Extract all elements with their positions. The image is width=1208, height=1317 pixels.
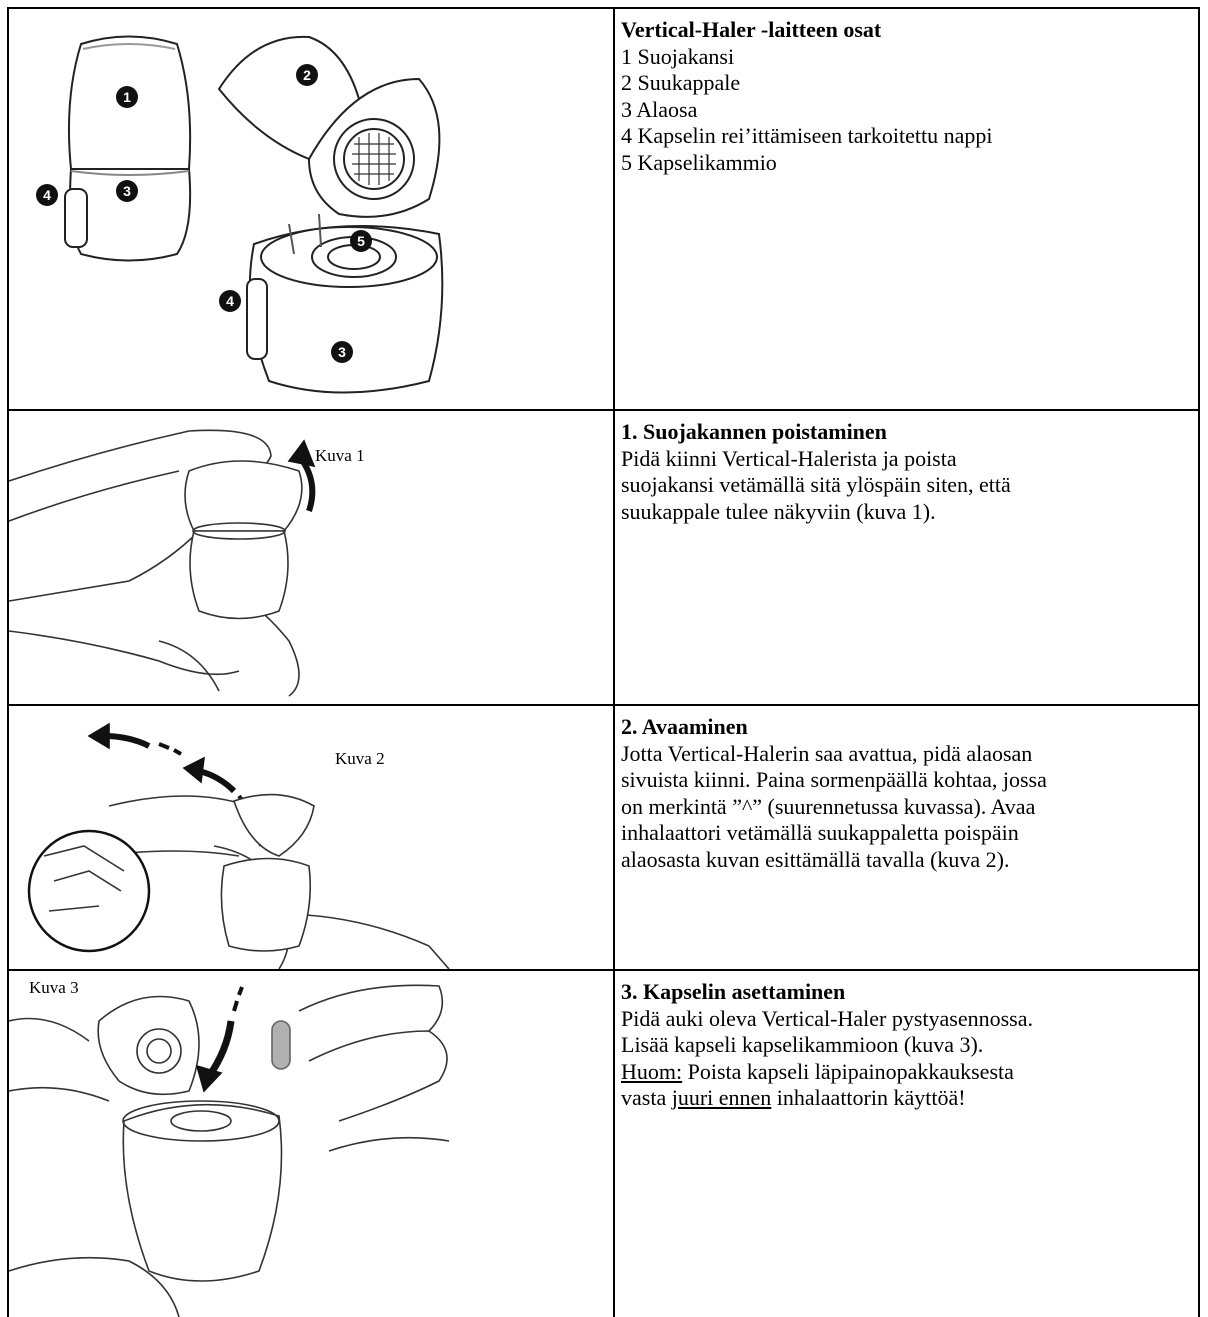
svg-text:4: 4 bbox=[226, 293, 234, 309]
step3-line: Pidä auki oleva Vertical-Haler pystyasen… bbox=[621, 1006, 1197, 1033]
arrow-left-icon bbox=[89, 724, 181, 754]
magnified-detail-drawing bbox=[29, 831, 149, 951]
last-underlined: juuri ennen bbox=[672, 1085, 772, 1110]
last-suffix: inhalaattorin käyttöä! bbox=[771, 1085, 965, 1110]
step3-line: Lisää kapseli kapselikammioon (kuva 3). bbox=[621, 1032, 1197, 1059]
svg-text:4: 4 bbox=[43, 187, 51, 203]
figure-label: Kuva 2 bbox=[335, 749, 385, 768]
svg-text:5: 5 bbox=[357, 233, 365, 249]
inhaler-drawing bbox=[98, 997, 281, 1282]
step2-illustration: Kuva 2 bbox=[9, 706, 613, 969]
parts-line: 5 Kapselikammio bbox=[621, 150, 1191, 177]
step2-line: on merkintä ”^” (suurennetussa kuvassa).… bbox=[621, 794, 1197, 821]
step2-line: alaosasta kuvan esittämällä tavalla (kuv… bbox=[621, 847, 1197, 874]
step2-text-cell: 2. Avaaminen Jotta Vertical-Halerin saa … bbox=[621, 714, 1197, 873]
step3-heading: 3. Kapselin asettaminen bbox=[621, 979, 1197, 1006]
figure-label: Kuva 1 bbox=[315, 446, 365, 465]
step2-line: sivuista kiinni. Paina sormenpäällä koht… bbox=[621, 767, 1197, 794]
svg-text:3: 3 bbox=[123, 183, 131, 199]
part-marker-3: 3 bbox=[116, 180, 138, 202]
part-marker-1: 1 bbox=[116, 86, 138, 108]
parts-line: 3 Alaosa bbox=[621, 97, 1191, 124]
parts-heading: Vertical-Haler -laitteen osat bbox=[621, 17, 1191, 44]
parts-line: 1 Suojakansi bbox=[621, 44, 1191, 71]
part-marker-5: 5 bbox=[350, 230, 372, 252]
svg-text:2: 2 bbox=[303, 67, 311, 83]
open-inhaler-drawing bbox=[219, 37, 442, 393]
step1-line: suukappale tulee näkyviin (kuva 1). bbox=[621, 499, 1191, 526]
part-marker-4: 4 bbox=[36, 184, 58, 206]
parts-text-cell: Vertical-Haler -laitteen osat 1 Suojakan… bbox=[621, 17, 1191, 176]
step3-illustration: Kuva 3 bbox=[9, 971, 613, 1317]
parts-line: 2 Suukappale bbox=[621, 70, 1191, 97]
step1-illustration: Kuva 1 bbox=[9, 411, 613, 704]
part-marker-4b: 4 bbox=[219, 290, 241, 312]
step1-heading: 1. Suojakannen poistaminen bbox=[621, 419, 1191, 446]
step2-line: Jotta Vertical-Halerin saa avattua, pidä… bbox=[621, 741, 1197, 768]
step3-text-cell: 3. Kapselin asettaminen Pidä auki oleva … bbox=[621, 979, 1197, 1112]
step1-line: Pidä kiinni Vertical-Halerista ja poista bbox=[621, 446, 1191, 473]
part-marker-2: 2 bbox=[296, 64, 318, 86]
table-column-divider bbox=[613, 7, 615, 1317]
instruction-table: 1 2 3 3 4 4 5 bbox=[7, 7, 1200, 1317]
device-parts-illustration: 1 2 3 3 4 4 5 bbox=[9, 9, 613, 409]
last-prefix: vasta bbox=[621, 1085, 672, 1110]
note-text: Poista kapseli läpipainopakkauksesta bbox=[682, 1059, 1014, 1084]
capsule-drawing bbox=[272, 1021, 290, 1069]
step2-heading: 2. Avaaminen bbox=[621, 714, 1197, 741]
table-border-right bbox=[1198, 7, 1200, 1317]
parts-line: 4 Kapselin rei’ittämiseen tarkoitettu na… bbox=[621, 123, 1191, 150]
svg-text:1: 1 bbox=[123, 89, 131, 105]
arrow-down-icon bbox=[197, 987, 242, 1091]
part-marker-3b: 3 bbox=[331, 341, 353, 363]
step2-line: inhalaattori vetämällä suukappaletta poi… bbox=[621, 820, 1197, 847]
step1-line: suojakansi vetämällä sitä ylöspäin siten… bbox=[621, 472, 1191, 499]
step3-last-line: vasta juuri ennen inhalaattorin käyttöä! bbox=[621, 1085, 1197, 1112]
closed-inhaler-drawing bbox=[65, 37, 190, 261]
step1-text-cell: 1. Suojakannen poistaminen Pidä kiinni V… bbox=[621, 419, 1191, 525]
figure-label: Kuva 3 bbox=[29, 978, 79, 997]
inhaler-drawing bbox=[221, 795, 314, 951]
svg-text:3: 3 bbox=[338, 344, 346, 360]
step3-note-line: Huom: Poista kapseli läpipainopakkaukses… bbox=[621, 1059, 1197, 1086]
inhaler-drawing bbox=[185, 461, 302, 619]
note-label: Huom: bbox=[621, 1059, 682, 1084]
